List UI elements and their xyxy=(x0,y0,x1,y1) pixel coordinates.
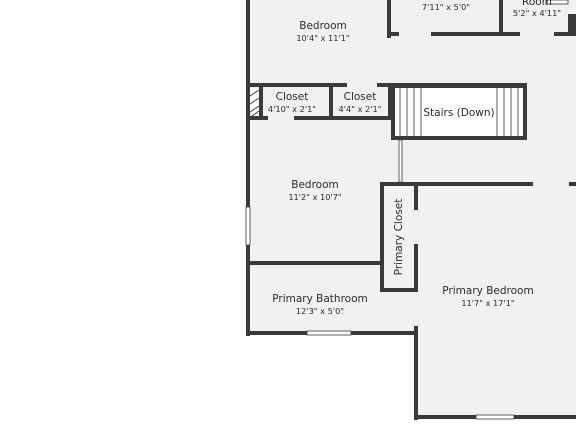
room-top-mid-dims: 7'11" x 5'0" xyxy=(422,2,470,12)
stairs-label: Stairs (Down) xyxy=(423,107,494,119)
bedroom-mid-dims: 11'2" x 10'7" xyxy=(288,192,341,202)
floor-fills xyxy=(249,0,576,417)
closet-left-dims: 4'10" x 2'1" xyxy=(268,104,316,114)
windows xyxy=(245,0,569,420)
stairs-treads xyxy=(395,88,526,137)
closet-right-dims: 4'4" x 2'1" xyxy=(339,104,382,114)
closet-left-name: Closet xyxy=(276,91,309,103)
door-openings xyxy=(268,31,569,326)
primary-bathroom-name: Primary Bathroom xyxy=(272,293,367,305)
room-labels: Bedroom 10'4" x 11'1" 7'11" x 5'0" Room … xyxy=(268,0,561,316)
bedroom-top-dims: 10'4" x 11'1" xyxy=(296,33,349,43)
closet-right-name: Closet xyxy=(344,91,377,103)
primary-bedroom-name: Primary Bedroom xyxy=(442,285,533,297)
room-top-right-dims: 5'2" x 4'11" xyxy=(513,8,561,18)
bedroom-mid-name: Bedroom xyxy=(291,179,339,191)
room-top-right-name: Room xyxy=(522,0,552,8)
primary-bathroom-dims: 12'3" x 5'0" xyxy=(296,306,344,316)
primary-closet-label: Primary Closet xyxy=(393,199,405,276)
primary-bedroom-dims: 11'7" x 17'1" xyxy=(461,298,514,308)
hatch-box xyxy=(249,88,260,117)
bedroom-top-name: Bedroom xyxy=(299,20,347,32)
